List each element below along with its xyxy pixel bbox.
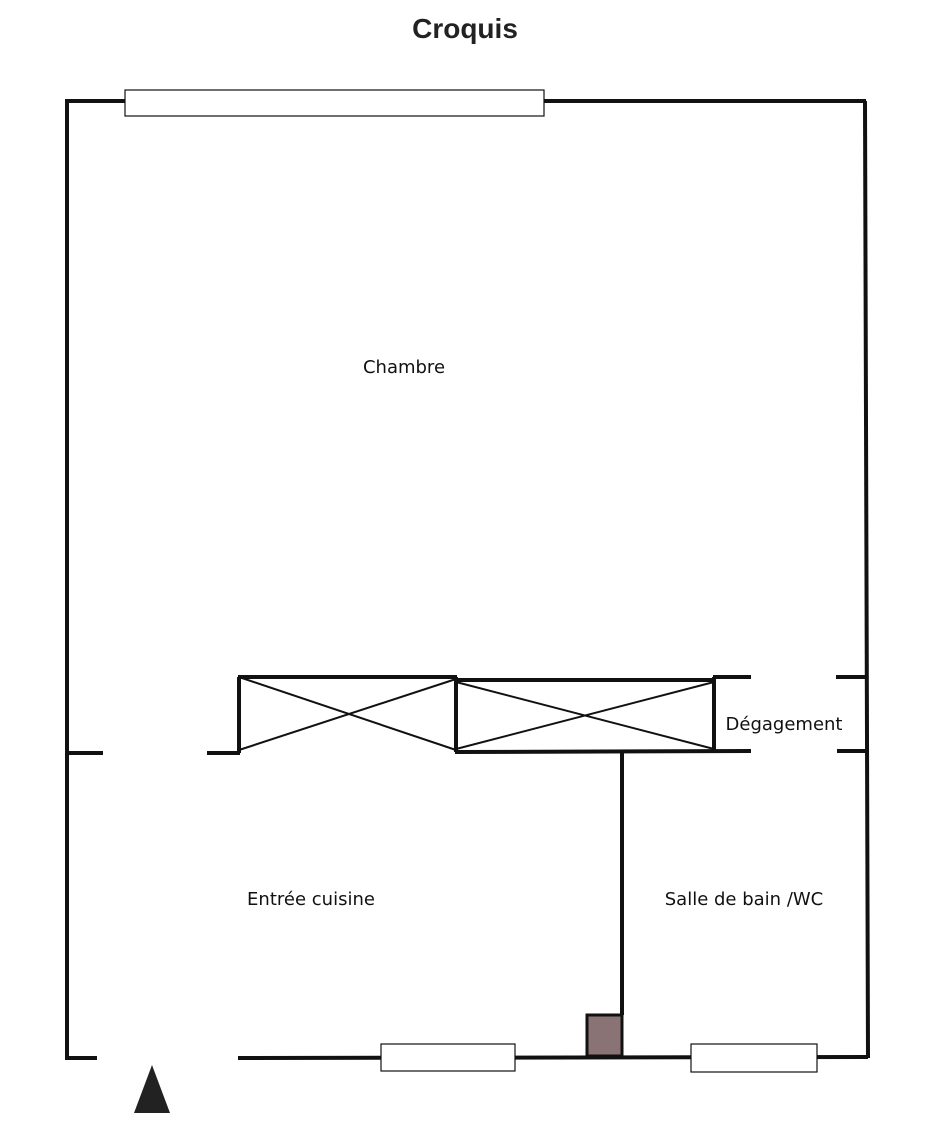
room-label-chambre: Chambre	[363, 357, 445, 378]
window-top	[124, 89, 545, 117]
outer-walls	[65, 99, 870, 1060]
room-label-degagement: Dégagement	[726, 714, 843, 735]
plan-title: Croquis	[412, 13, 518, 44]
room-label-entree-cuisine: Entrée cuisine	[247, 889, 375, 910]
closet-right	[455, 675, 751, 751]
entrance-arrow-icon	[134, 1065, 170, 1113]
window-bottom-bathroom	[690, 1043, 818, 1073]
interior-walls	[66, 675, 866, 1015]
chimney-block	[585, 1013, 624, 1058]
closet-left	[237, 675, 458, 753]
room-label-salle-de-bain: Salle de bain /WC	[665, 889, 824, 910]
window-bottom-kitchen	[380, 1043, 516, 1072]
